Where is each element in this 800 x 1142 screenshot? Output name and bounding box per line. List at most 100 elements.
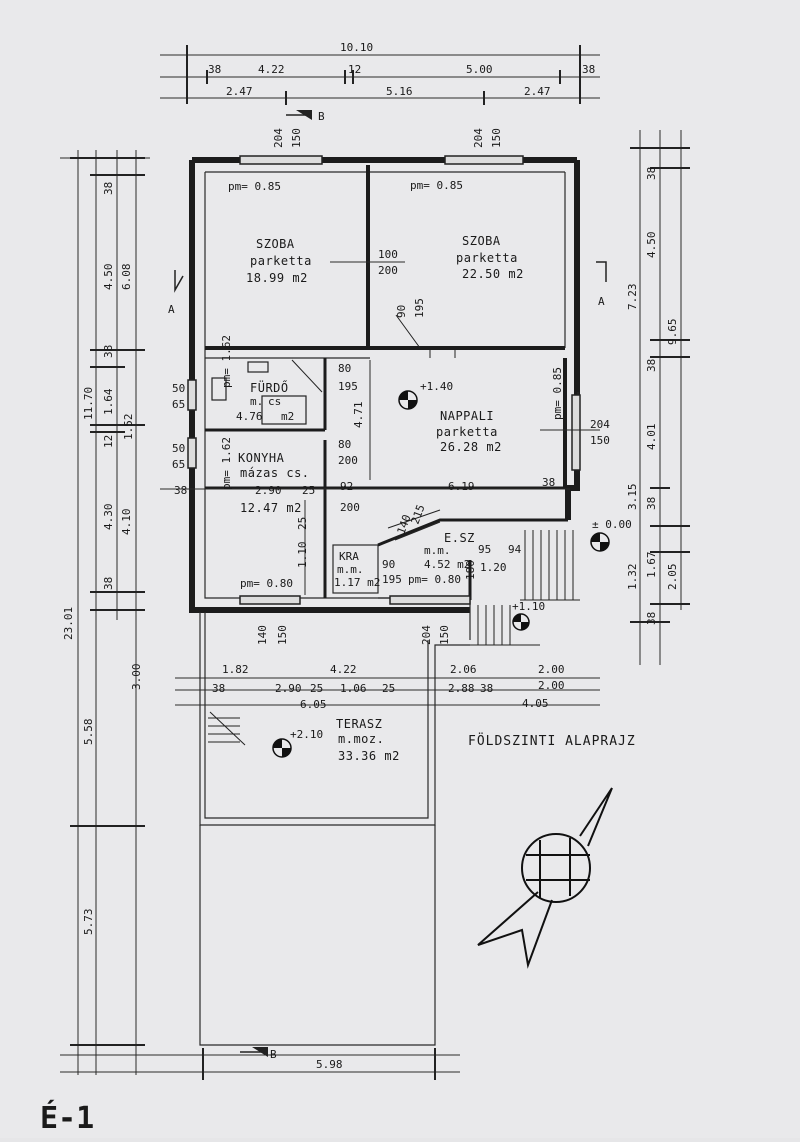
svg-text:25: 25	[302, 484, 315, 497]
svg-text:26.28 m2: 26.28 m2	[440, 440, 502, 454]
svg-text:204: 204	[272, 128, 285, 148]
svg-text:1.20: 1.20	[480, 561, 507, 574]
svg-text:90: 90	[395, 305, 408, 318]
svg-text:25: 25	[296, 517, 309, 530]
svg-text:m.m.: m.m.	[424, 544, 451, 557]
svg-text:25: 25	[310, 682, 323, 695]
svg-text:12.47 m2: 12.47 m2	[240, 501, 302, 515]
svg-text:2.00: 2.00	[538, 663, 565, 676]
svg-text:1.82: 1.82	[222, 663, 249, 676]
svg-text:A: A	[598, 295, 605, 308]
svg-text:80: 80	[338, 362, 351, 375]
room-esz: E.SZ m.m. 4.52 m2 pm= 0.80	[408, 531, 474, 586]
svg-text:parketta: parketta	[456, 251, 518, 265]
level-nappali: +1.40	[398, 380, 453, 410]
dim-top-422: 4.22	[258, 63, 285, 76]
svg-text:4.52 m2: 4.52 m2	[424, 558, 470, 571]
dim-top-247b: 2.47	[524, 85, 551, 98]
dim-top-516: 5.16	[386, 85, 413, 98]
dim-right-723: 7.23	[626, 284, 639, 311]
svg-text:94: 94	[508, 543, 522, 556]
svg-text:pm= 0.80: pm= 0.80	[408, 573, 461, 586]
svg-text:22.50 m2: 22.50 m2	[462, 267, 524, 281]
dim-left-38a: 38	[102, 182, 115, 195]
dim-right-38d: 38	[645, 497, 658, 510]
top-dimension-chain: 10.10 38 4.22 12 5.00 38 2.47 5.16 2.47	[160, 41, 600, 105]
dim-left-152: 1.52	[122, 414, 135, 441]
svg-text:195: 195	[338, 380, 358, 393]
level-markers: +1.40 ± 0.00 +1.10 +2.10	[272, 380, 632, 758]
svg-text:4.71: 4.71	[352, 402, 365, 429]
left-dimension-chains: 11.70 23.01 5.58 5.73 38 4.50 38 1.64 12…	[60, 150, 150, 1075]
svg-text:150: 150	[438, 625, 451, 645]
svg-text:TERASZ: TERASZ	[336, 717, 382, 731]
svg-text:m.moz.: m.moz.	[338, 732, 384, 746]
dim-bottom-598: 5.98	[316, 1058, 343, 1071]
svg-text:+1.10: +1.10	[512, 600, 545, 613]
svg-text:1.06: 1.06	[340, 682, 367, 695]
svg-text:38: 38	[542, 476, 555, 489]
svg-text:80: 80	[338, 438, 351, 451]
svg-text:parketta: parketta	[250, 254, 312, 268]
svg-text:140: 140	[395, 513, 414, 536]
svg-text:4.22: 4.22	[330, 663, 357, 676]
svg-text:150: 150	[490, 128, 503, 148]
svg-text:4.76: 4.76	[236, 410, 263, 423]
dim-left-410: 4.10	[120, 509, 133, 536]
svg-text:180: 180	[464, 560, 477, 580]
bottom-dimension: 5.98 B	[60, 1047, 460, 1080]
svg-text:2.90: 2.90	[275, 682, 302, 695]
svg-text:215: 215	[409, 503, 428, 526]
svg-text:SZOBA: SZOBA	[256, 237, 295, 251]
svg-text:2.00: 2.00	[538, 679, 565, 692]
dim-top-38b: 38	[582, 63, 595, 76]
section-mark-a-left: A	[168, 270, 184, 316]
dim-left-38b: 38	[102, 345, 115, 358]
level-terasz: +2.10	[272, 728, 323, 758]
section-mark-a-right: A	[596, 261, 607, 308]
svg-text:m2: m2	[281, 410, 294, 423]
section-mark-b-top: B	[286, 110, 325, 123]
svg-text:cs: cs	[268, 395, 281, 408]
level-entrance: ± 0.00	[590, 518, 632, 552]
svg-text:parketta: parketta	[436, 425, 498, 439]
interior-dimensions: 38 2.90 25 92 6.19 38 4.71 1.10 25	[160, 360, 570, 595]
dim-left-12: 12	[102, 435, 115, 448]
svg-text:150: 150	[290, 128, 303, 148]
level-landing: +1.10	[512, 600, 545, 631]
svg-text:2.88: 2.88	[448, 682, 475, 695]
dim-left-1170: 11.70	[82, 387, 95, 420]
svg-text:2.06: 2.06	[450, 663, 477, 676]
svg-text:A: A	[168, 303, 175, 316]
svg-text:m.m.: m.m.	[337, 563, 364, 576]
svg-text:m.: m.	[250, 395, 263, 408]
svg-text:150: 150	[276, 625, 289, 645]
dim-right-450: 4.50	[645, 232, 658, 259]
room-szoba-2: pm= 0.85 SZOBA parketta 22.50 m2	[410, 179, 524, 281]
svg-text:+1.40: +1.40	[420, 380, 453, 393]
svg-text:90: 90	[382, 558, 395, 571]
svg-text:pm= 0.85: pm= 0.85	[228, 180, 281, 193]
svg-text:1.17 m2: 1.17 m2	[334, 576, 380, 589]
svg-text:92: 92	[340, 480, 353, 493]
dim-left-38c: 38	[102, 577, 115, 590]
dim-right-38b: 38	[645, 359, 658, 372]
dim-left-608: 6.08	[120, 264, 133, 291]
svg-text:65: 65	[172, 398, 185, 411]
svg-text:NAPPALI: NAPPALI	[440, 409, 494, 423]
sheet-number: É-1	[40, 1100, 94, 1136]
svg-text:KONYHA: KONYHA	[238, 451, 285, 465]
svg-text:pm= 1.62: pm= 1.62	[220, 437, 233, 490]
svg-text:SZOBA: SZOBA	[462, 234, 501, 248]
svg-text:204: 204	[590, 418, 610, 431]
svg-text:204: 204	[472, 128, 485, 148]
svg-text:25: 25	[382, 682, 395, 695]
svg-text:100: 100	[378, 248, 398, 261]
svg-text:+2.10: +2.10	[290, 728, 323, 741]
svg-text:200: 200	[338, 454, 358, 467]
dim-left-300: 3.00	[130, 664, 143, 691]
dim-right-38c: 38	[645, 612, 658, 625]
terrace-dimension-chains: 1.82 4.22 2.06 2.00 38 2.90 25 1.06 25 2…	[175, 663, 600, 711]
